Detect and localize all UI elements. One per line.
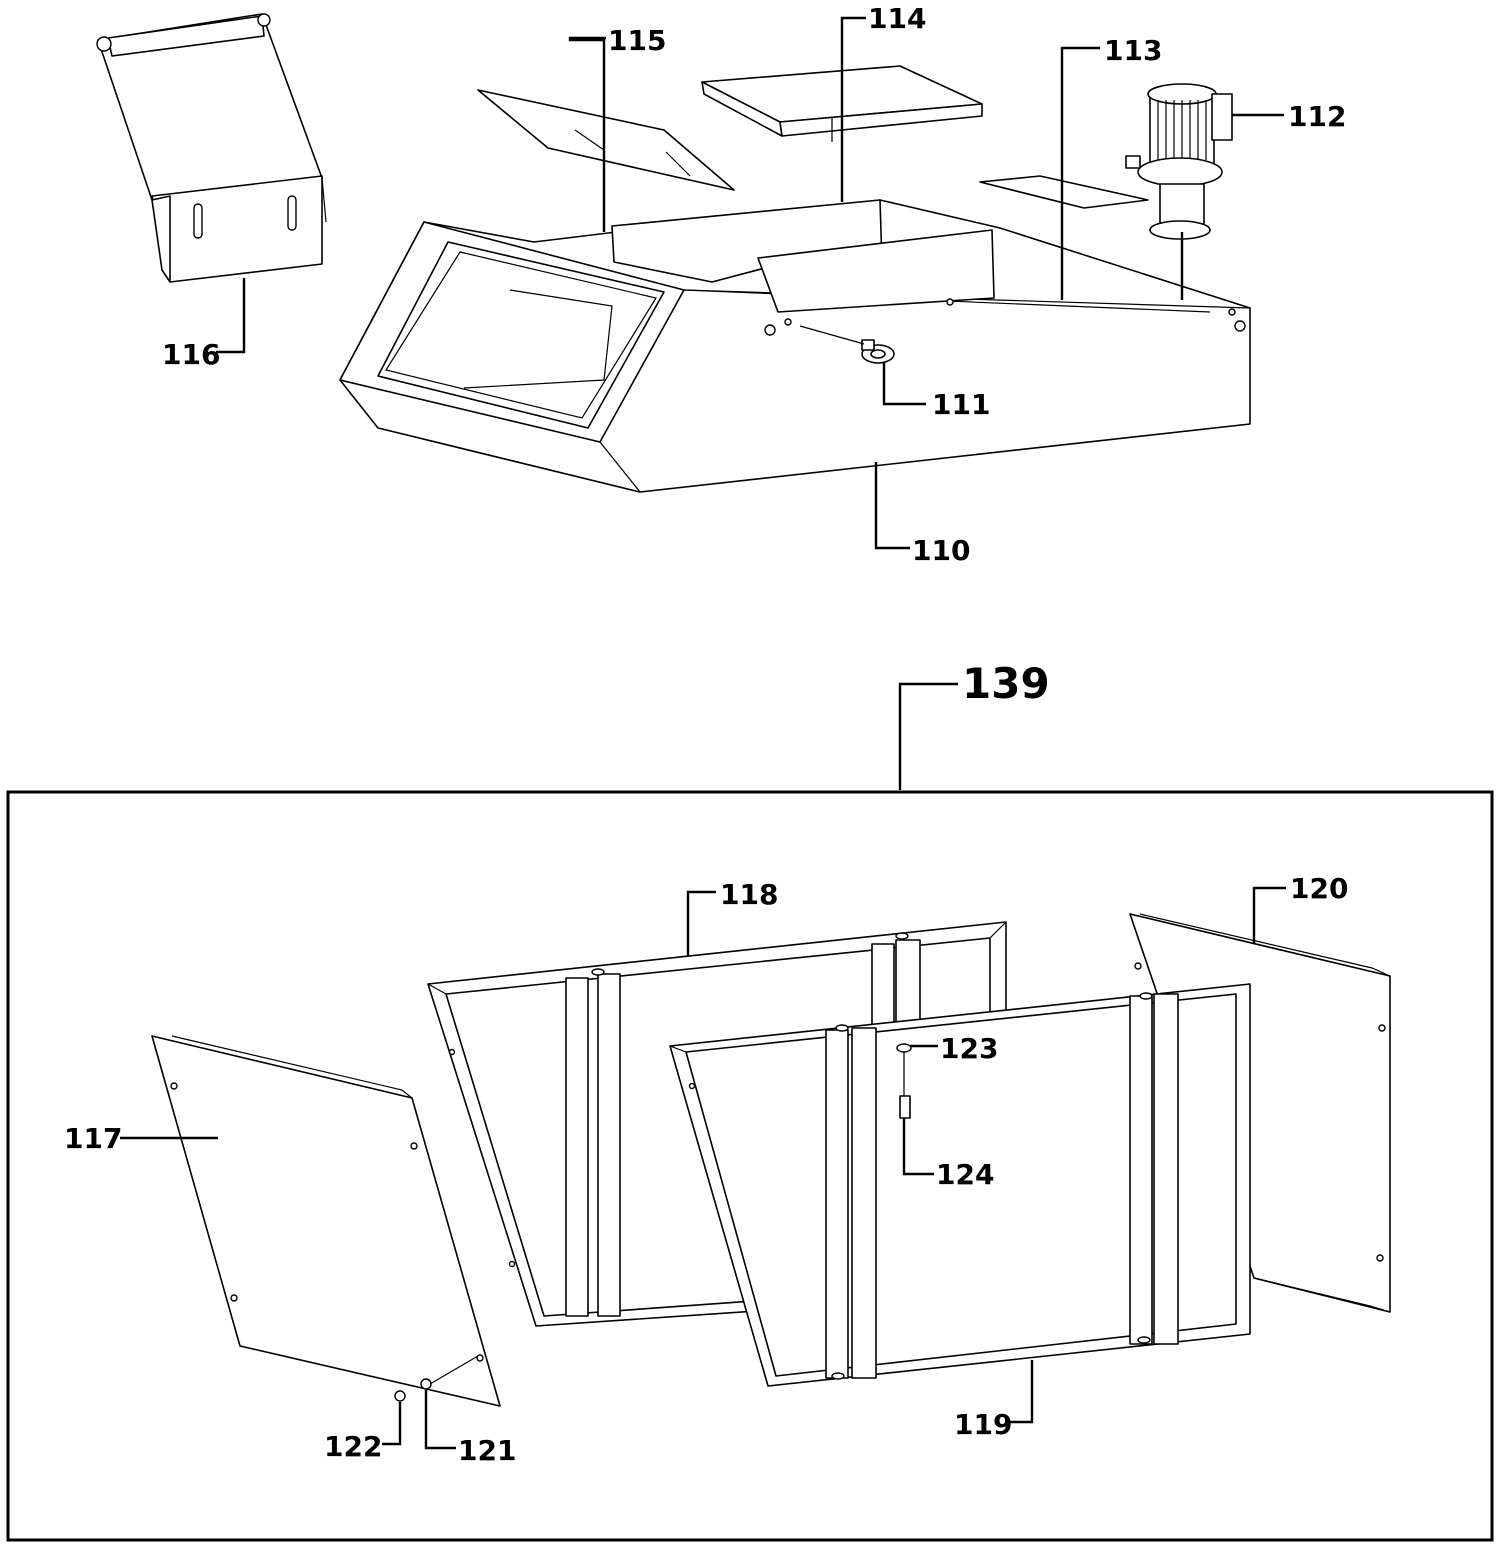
part-115-baffle — [477, 89, 735, 191]
part-114-tray — [701, 65, 983, 142]
subassembly-139-frame — [6, 790, 1494, 1542]
callout-122: 122 — [324, 1430, 382, 1463]
leader-lines — [120, 16, 1286, 1450]
callout-112: 112 — [1288, 100, 1346, 133]
callout-139: 139 — [962, 659, 1050, 708]
part-112-pump — [1125, 83, 1233, 240]
callout-123: 123 — [940, 1032, 998, 1065]
part-111-eyebolt — [799, 325, 895, 364]
part-116-chute — [96, 13, 327, 283]
callout-119: 119 — [954, 1408, 1012, 1441]
part-117-side-panel — [151, 1035, 501, 1407]
callout-110: 110 — [912, 534, 970, 567]
callout-118: 118 — [720, 878, 778, 911]
part-110-tank — [339, 199, 1251, 493]
part-121-122-fasteners — [394, 1355, 479, 1402]
callout-114: 114 — [868, 2, 926, 35]
callout-113: 113 — [1104, 34, 1162, 67]
callout-115: 115 — [608, 24, 666, 57]
callout-116: 116 — [162, 338, 220, 371]
callout-labels: 115 114 113 112 116 111 110 139 118 120 … — [64, 2, 1348, 1467]
part-119-front-frame — [669, 983, 1251, 1387]
callout-124: 124 — [936, 1158, 994, 1191]
callout-111: 111 — [932, 388, 990, 421]
callout-117: 117 — [64, 1122, 122, 1155]
part-113-cover-plate — [979, 175, 1149, 209]
callout-121: 121 — [458, 1434, 516, 1467]
callout-120: 120 — [1290, 872, 1348, 905]
